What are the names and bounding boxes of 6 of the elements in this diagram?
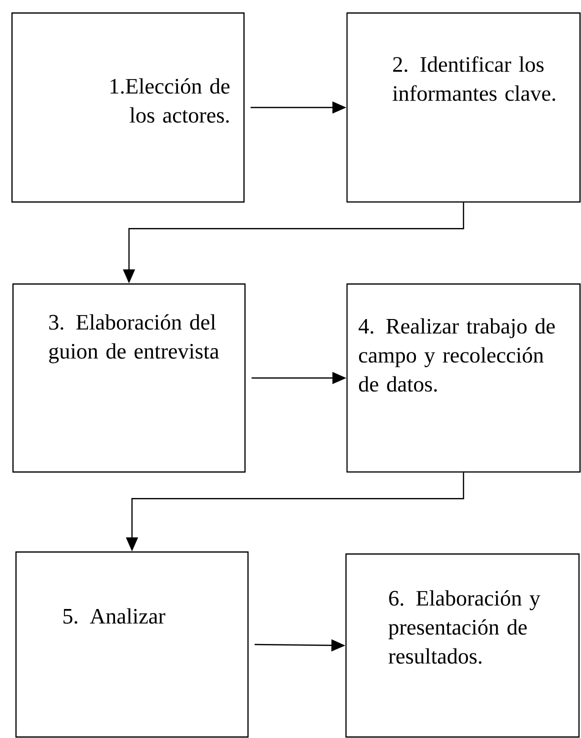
process-box: 5. Analizar [15,551,249,738]
process-box: 1.Elección de los actores. [11,12,245,203]
process-box: 3. Elaboración del guion de entrevista [12,283,246,473]
process-box: 2. Identificar los informantes clave. [346,12,581,203]
process-box: 4. Realizar trabajo de campo y recolección de datos. [346,283,581,473]
process-box: 6. Elaboración y presentación de resultados. [345,553,580,738]
